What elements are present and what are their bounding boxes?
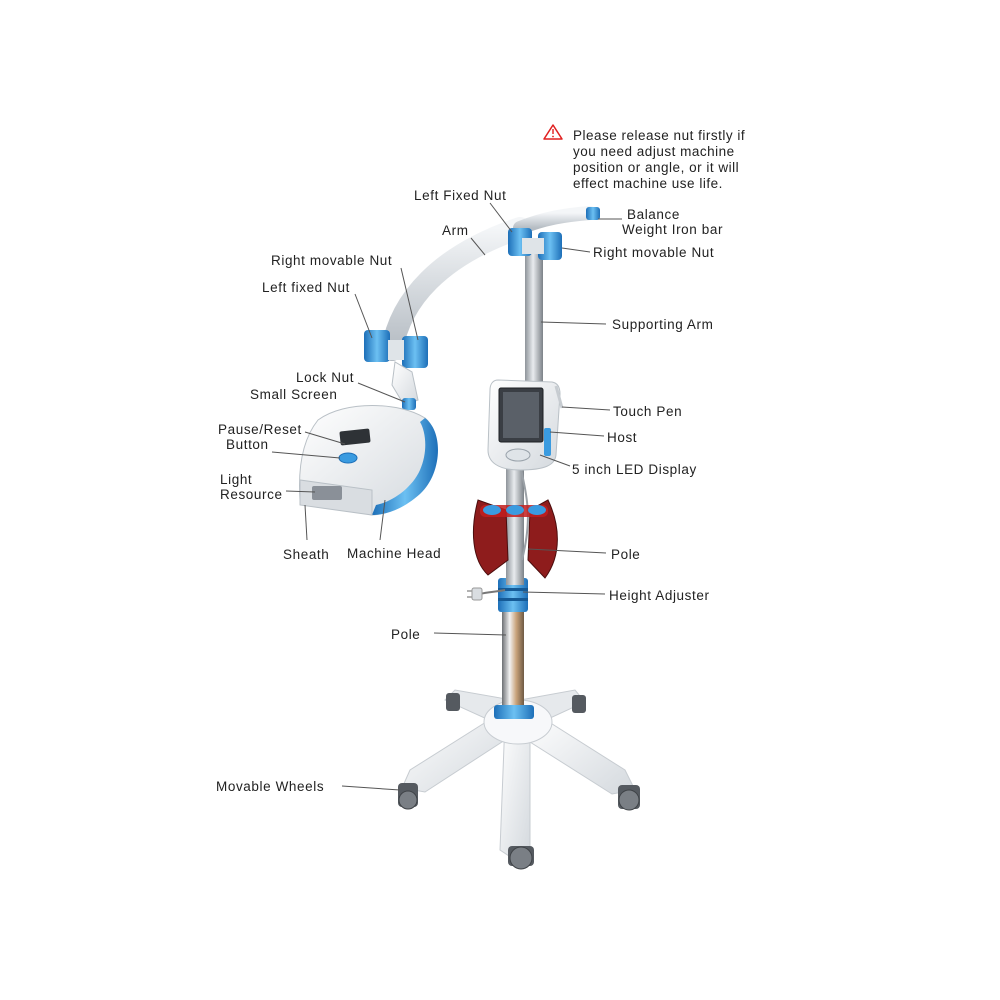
host-side-button [544, 428, 551, 456]
wheel-front [508, 846, 534, 870]
pause-reset-button-part [338, 452, 358, 464]
machine-head-part [299, 405, 438, 516]
warning-line-1: Please release nut firstly if [573, 128, 746, 143]
label-lock-nut: Lock Nut [296, 370, 355, 385]
wheel-back-right [572, 695, 586, 713]
label-left-fixed-nut-left: Left fixed Nut [262, 280, 350, 295]
upper-pole [506, 460, 524, 585]
label-right-movable-nut-right: Right movable Nut [593, 245, 715, 260]
small-screen-part [339, 428, 371, 446]
label-touch-pen: Touch Pen [613, 404, 683, 419]
right-movable-nut-left-part [402, 336, 428, 368]
label-balance-line1: Balance [627, 207, 680, 222]
pole-holder [472, 499, 558, 579]
label-pole-upper: Pole [611, 547, 641, 562]
label-left-fixed-nut-top: Left Fixed Nut [414, 188, 507, 203]
wheel-left [398, 783, 418, 810]
label-sheath: Sheath [283, 547, 330, 562]
warning-triangle-icon [543, 124, 563, 140]
light-resource-part [312, 486, 342, 500]
supporting-arm-part [525, 245, 543, 385]
wheel-right [618, 785, 640, 811]
lock-nut-part [402, 398, 416, 410]
balance-cap [586, 207, 600, 220]
leader-lines [271, 202, 622, 791]
label-supporting-arm: Supporting Arm [612, 317, 714, 332]
label-right-movable-nut-left: Right movable Nut [271, 253, 393, 268]
label-balance-line2: Weight Iron bar [622, 222, 724, 237]
left-fixed-nut-left-part [364, 330, 390, 362]
label-pause-reset-line2: Button [226, 437, 269, 452]
host-unit [487, 379, 564, 471]
warning-line-2: you need adjust machine [573, 144, 735, 159]
wheel-back-left [446, 693, 460, 711]
label-light-resource-line1: Light [220, 472, 253, 487]
balance-bar [513, 206, 597, 235]
warning-line-3: position or angle, or it will [573, 160, 740, 175]
label-movable-wheels: Movable Wheels [216, 779, 325, 794]
label-host: Host [607, 430, 638, 445]
label-arm: Arm [442, 223, 469, 238]
label-pause-reset-line1: Pause/Reset [218, 422, 302, 437]
movable-wheels [398, 693, 640, 870]
curved-arm [381, 217, 531, 361]
label-machine-head: Machine Head [347, 546, 442, 561]
lower-pole [502, 605, 524, 710]
power-plug [467, 587, 506, 601]
height-adjuster-part [498, 578, 528, 612]
warning-note: Please release nut firstly if you need a… [573, 128, 745, 192]
label-height-adjuster: Height Adjuster [609, 588, 710, 603]
label-pole-lower: Pole [391, 627, 421, 642]
warning-line-4: effect machine use life. [573, 176, 723, 191]
label-light-resource-line2: Resource [220, 487, 283, 502]
label-small-screen: Small Screen [250, 387, 338, 402]
base-collar [494, 705, 534, 719]
touch-pen-part [554, 385, 564, 409]
label-led-display: 5 inch LED Display [572, 462, 697, 477]
